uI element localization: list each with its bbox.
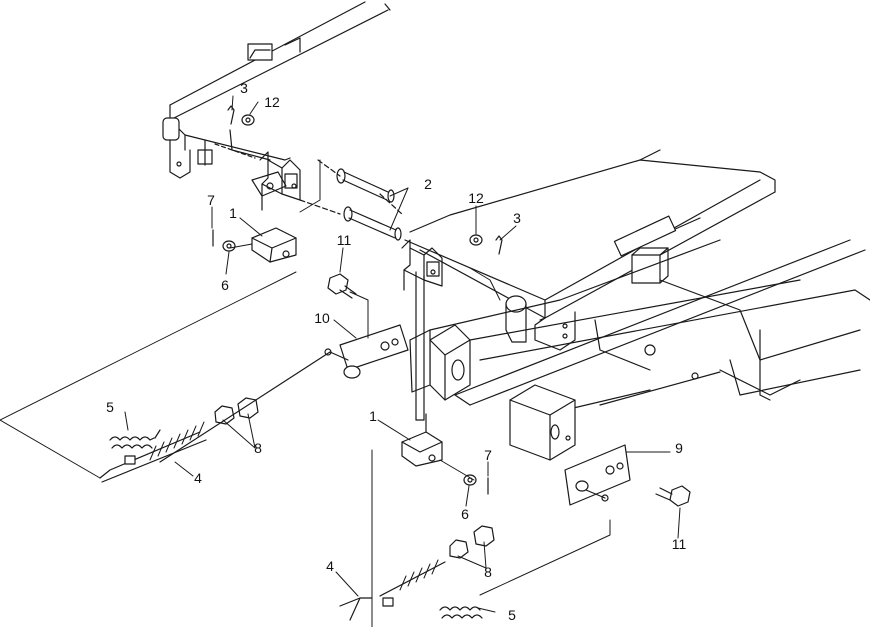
pivot-block-lower [509,384,576,461]
callout-8-lower: 8 [484,564,492,580]
callout-12-left: 12 [264,94,280,110]
spring-upper [109,429,161,449]
nuts-lower [449,525,495,559]
right-frame-rail [404,149,776,351]
vertical-link-rod [415,271,425,421]
callout-6-upper: 6 [221,277,229,293]
clevis-pins [299,159,403,241]
callout-11-upper: 11 [336,232,352,248]
callout-6-lower: 6 [461,506,469,522]
callout-3-left: 3 [240,80,248,96]
callout-7-upper: 7 [207,192,215,208]
assembly-lines [0,159,611,627]
callout-4-upper: 4 [194,470,202,486]
clamp-upper [251,227,297,263]
nuts-upper [214,397,259,425]
upper-left-bracket [251,151,301,211]
tension-plate-lower [564,444,631,506]
small-hardware [212,105,503,495]
callout-4-lower: 4 [326,558,334,574]
tension-plate-upper [324,324,409,379]
clamp-lower [401,413,443,467]
spring-lower [439,606,483,619]
callout-8-upper: 8 [254,440,262,456]
bolt-lower [655,485,691,507]
upper-right-bracket [401,239,443,291]
chassis-members [429,239,870,411]
callout-2: 2 [424,176,432,192]
pivot-block-upper [409,324,471,401]
leader-lines [124,95,681,613]
callout-3-right: 3 [513,210,521,226]
tension-rod-lower [339,559,446,621]
upper-frame-rail [162,1,391,179]
tension-rod-upper [99,351,331,483]
callout-1-lower: 1 [369,408,377,424]
callout-5-upper: 5 [106,399,114,415]
bolt-upper [327,273,357,299]
callout-5-lower: 5 [508,607,516,623]
callout-9: 9 [675,440,683,456]
callout-7-lower: 7 [484,447,492,463]
callout-11-lower: 11 [671,536,687,552]
callout-12-right: 12 [468,190,484,206]
callout-1-upper: 1 [229,205,237,221]
callout-10: 10 [314,310,330,326]
